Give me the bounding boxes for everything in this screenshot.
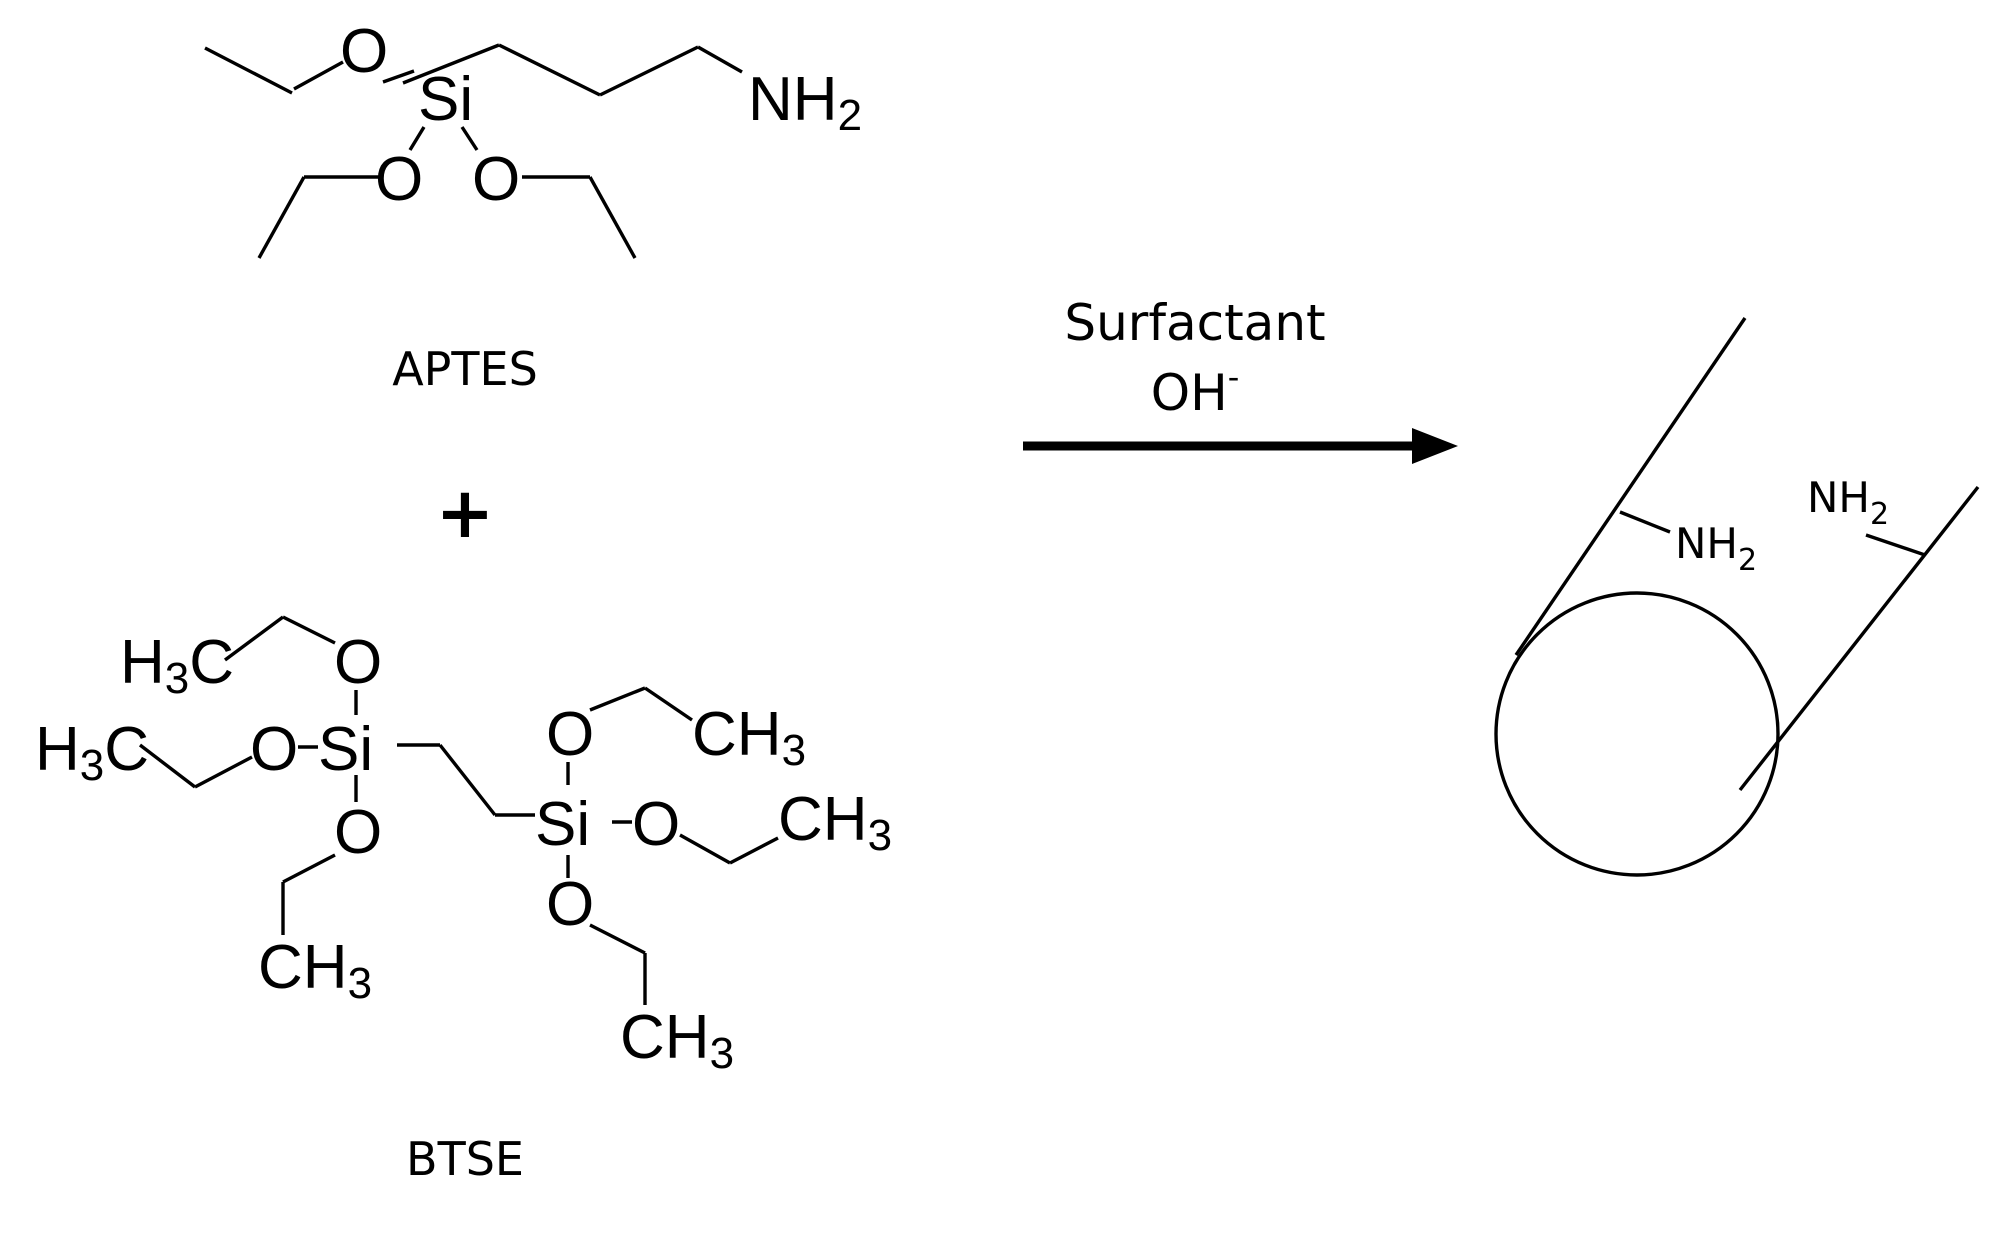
tube-wall-left [1514,317,1747,656]
bond [498,43,601,97]
bond [408,126,426,151]
btse-atom-o: O [546,870,594,939]
bond [138,743,197,789]
bond [282,853,336,884]
amine-tether [1619,510,1671,534]
btse-atom-o: O [334,628,382,697]
aptes-atom-o: O [340,17,388,86]
aptes-atom-o: O [375,145,423,214]
condition-hydroxide: OH- [1151,358,1240,422]
bond [223,615,285,662]
bond [204,46,293,95]
btse-atom-c: H3C [35,715,149,790]
product-nanotube: NH2 NH2 [1494,317,1980,877]
aptes-label: APTES [392,342,538,396]
tube-wall-right [1738,485,1980,792]
bond [293,60,344,91]
btse-atom-si: Si [318,715,373,784]
reaction-arrow: Surfactant OH- [1023,294,1458,464]
btse-atom-c: CH3 [778,785,892,860]
bond [599,45,699,97]
bond [589,686,646,712]
bond [460,126,479,151]
bond [257,176,306,259]
bond [282,615,336,645]
amine-group-label: NH2 [1675,519,1757,578]
btse-structure: H3C O H3C O Si O CH3 O CH3 Si O CH3 O CH… [35,615,892,1078]
aptes-structure: O Si O O NH2 [204,17,862,259]
bond [679,833,731,865]
btse-atom-o: O [334,798,382,867]
bond [402,43,500,85]
aptes-atom-si: Si [418,65,473,134]
amine-group-label: NH2 [1807,473,1889,532]
tube-cross-section [1494,591,1780,877]
aptes-atom-n: NH2 [748,65,862,140]
btse-atom-o: O [632,790,680,859]
bond [644,686,693,722]
btse-label: BTSE [406,1132,524,1186]
bond [729,836,779,865]
bond [697,45,743,74]
aptes-atom-o: O [472,145,520,214]
bond [588,176,637,259]
bond [382,69,415,84]
bond [438,743,497,817]
condition-surfactant: Surfactant [1064,294,1325,352]
btse-atom-o: O [546,700,594,769]
arrow-head [1412,428,1458,464]
plus-sign: + [436,472,495,554]
bond [589,923,646,955]
btse-atom-o: O [250,715,298,784]
bond [194,755,253,789]
amine-tether [1865,533,1926,557]
btse-atom-c: CH3 [692,700,806,775]
btse-atom-c: CH3 [258,933,372,1008]
btse-atom-si: Si [535,790,590,859]
btse-atom-c: H3C [120,628,234,703]
btse-atom-c: CH3 [620,1003,734,1078]
